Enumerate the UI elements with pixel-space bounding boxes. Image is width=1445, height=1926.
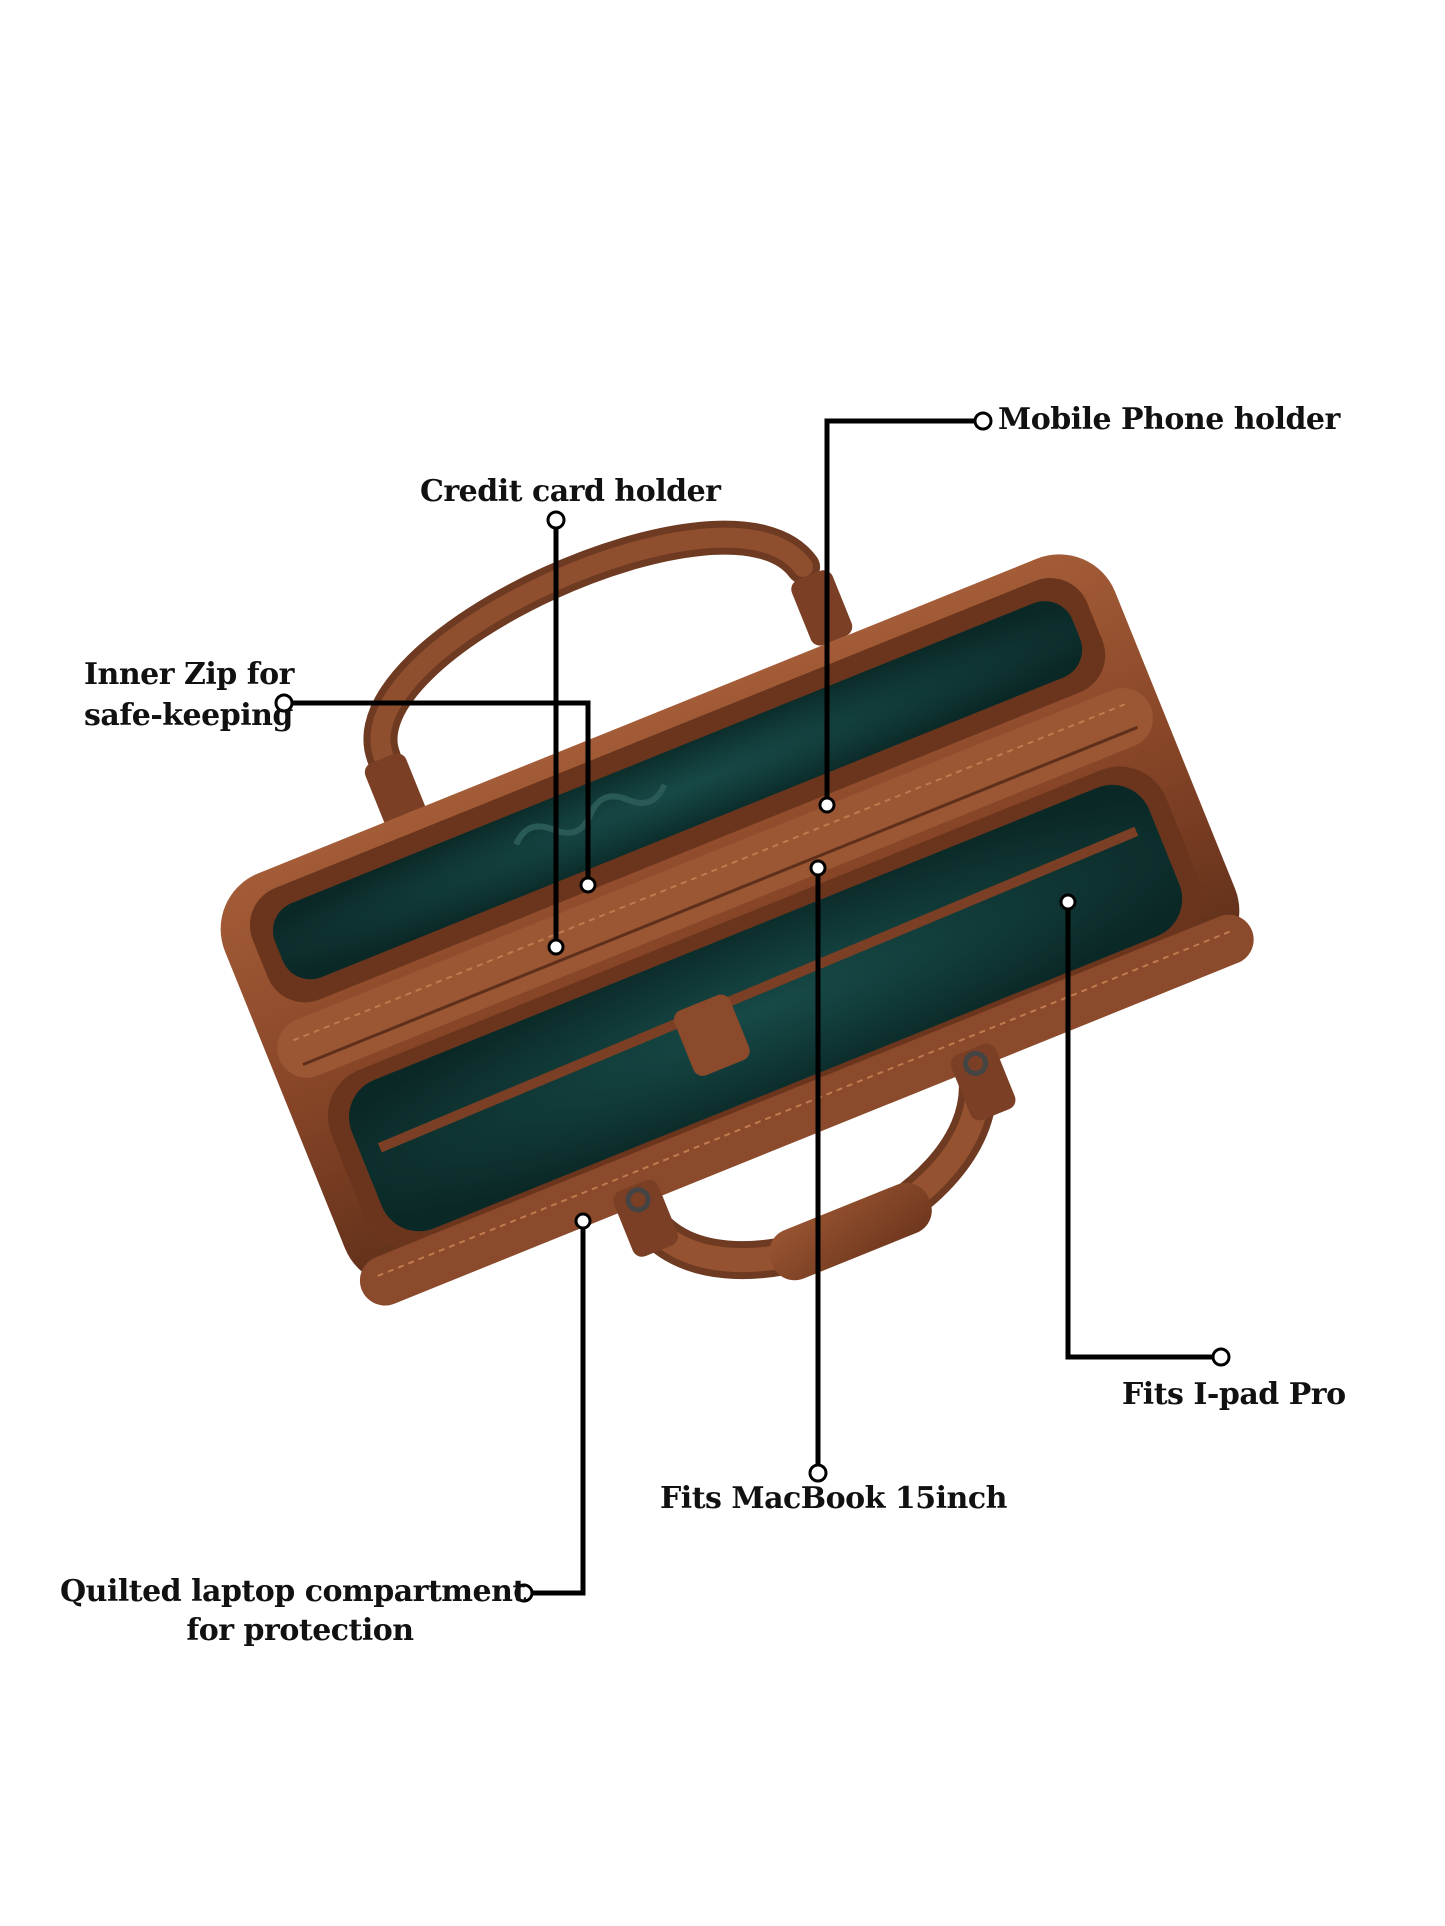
label-fits-ipad-pro: Fits I-pad Pro [1122,1377,1346,1412]
label-inner-zip-line2: safe-keeping [84,698,293,733]
sleeve-tab [673,994,750,1076]
callout-line-innerzip [292,700,591,880]
label-mobile-phone-holder: Mobile Phone holder [998,402,1340,437]
label-fits-macbook: Fits MacBook 15inch [660,1481,1007,1516]
front-handle-grip [769,1182,932,1281]
briefcase-bag [220,520,1254,1306]
label-quilted-line1: Quilted laptop compartment [60,1574,526,1609]
back-handle-clip-left [364,753,426,829]
front-rim [359,914,1254,1306]
middle-divider [277,688,1153,1078]
back-handle-clip-right [791,570,853,646]
ipad-sleeve [377,826,1139,1153]
callout-lines [274,411,1231,1603]
label-credit-card-holder: Credit card holder [420,474,721,509]
label-inner-zip-line1: Inner Zip for [84,657,294,692]
label-quilted-line2: for protection [186,1613,414,1648]
callout-line-ipad [1065,906,1213,1360]
callout-line-quilted [532,1226,586,1596]
